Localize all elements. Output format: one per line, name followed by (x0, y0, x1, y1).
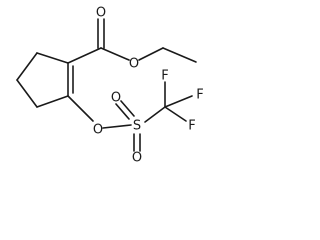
atom-sulfur: S (133, 119, 141, 134)
atom-sulfonyl-o-bottom: O (132, 151, 142, 166)
bond-ring-c4-c5 (16, 52, 38, 81)
atom-fluorine-bottom: F (188, 119, 195, 134)
bond-carbonyl-to-ester-o (100, 47, 130, 61)
atom-labels: O O O S O O F F F (93, 6, 204, 166)
ethyl-ester-group (67, 18, 197, 64)
bond-ester-o-to-ch2 (138, 47, 164, 61)
bond-ring-c2-c3 (36, 95, 69, 108)
bond-c-to-f-right (164, 95, 193, 108)
bond-ring-to-triflate-o (67, 95, 94, 122)
bond-ring-c3-c4 (16, 79, 38, 108)
atom-fluorine-top: F (161, 69, 168, 84)
bond-ring-to-carbonyl (67, 47, 102, 64)
cyclopentene-ring (16, 52, 74, 108)
bond-s-o-left-a (115, 103, 130, 120)
bond-ring-c5-c1 (36, 52, 69, 64)
atom-carbonyl-o: O (96, 6, 106, 21)
bond-c-to-f-bottom (164, 106, 187, 122)
bond-s-to-cf3 (144, 106, 166, 123)
bond-triflate-o-to-s (102, 124, 132, 129)
atom-fluorine-right: F (196, 88, 203, 103)
structure-drawing: O O O S O O F F F (16, 6, 204, 166)
atom-sulfonyl-o-left: O (111, 91, 121, 106)
bond-ch2-to-ch3 (162, 47, 197, 63)
triflate-group (67, 81, 193, 152)
atom-ester-o: O (129, 57, 139, 72)
bond-s-o-left-b (120, 100, 135, 117)
atom-triflate-o: O (93, 123, 103, 138)
